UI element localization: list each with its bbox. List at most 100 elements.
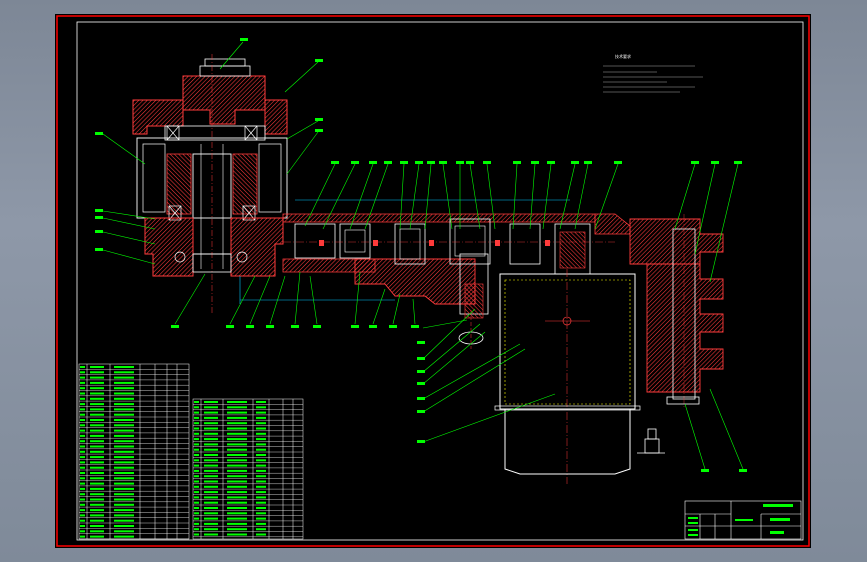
table-cell-text xyxy=(90,445,104,448)
table-cell-text xyxy=(80,392,85,395)
table-cell-text xyxy=(256,533,266,536)
table-cell-text xyxy=(90,525,104,527)
table-cell-text xyxy=(256,454,266,456)
table-cell-text xyxy=(204,432,218,435)
table-cell-text xyxy=(256,448,266,451)
table-cell-text xyxy=(194,464,199,467)
table-cell-text xyxy=(80,419,85,421)
table-cell-text xyxy=(194,454,199,456)
table-cell-text xyxy=(114,466,134,469)
table-cell-text xyxy=(227,496,247,499)
table-cell-text xyxy=(114,387,134,390)
table-cell-text xyxy=(90,434,104,437)
table-cell-text xyxy=(80,514,85,517)
table-cell-text xyxy=(194,533,199,536)
table-cell-text xyxy=(90,503,104,506)
table-cell-text xyxy=(194,427,199,430)
table-cell-text xyxy=(80,371,85,374)
drive-motor xyxy=(458,253,665,484)
table-cell-text xyxy=(90,498,104,501)
table-cell-text xyxy=(114,525,134,527)
table-cell-text xyxy=(114,477,134,480)
table-cell-text xyxy=(204,469,218,472)
table-cell-text xyxy=(80,387,85,390)
table-cell-text xyxy=(194,501,199,504)
table-cell-text xyxy=(227,501,247,504)
table-cell-text xyxy=(194,496,199,499)
title-block xyxy=(684,500,802,540)
table-cell-text xyxy=(80,530,85,533)
table-cell-text xyxy=(90,482,104,485)
table-cell-text xyxy=(256,438,266,441)
table-cell-text xyxy=(114,509,134,512)
table-cell-text xyxy=(80,456,85,459)
table-cell-text xyxy=(90,466,104,469)
table-cell-text xyxy=(204,517,218,520)
svg-text:技术要求: 技术要求 xyxy=(615,53,631,59)
table-cell-text xyxy=(194,480,199,483)
table-cell-text xyxy=(80,498,85,501)
table-cell-text xyxy=(204,401,218,403)
table-cell-text xyxy=(114,381,134,384)
title-block-text xyxy=(688,504,793,536)
table-cell-text xyxy=(90,535,104,538)
table-cell-text xyxy=(114,397,134,400)
table-cell-text xyxy=(194,443,199,446)
leader-lines xyxy=(102,41,744,470)
drawing-area: 技术要求 xyxy=(55,14,811,548)
table-cell-text xyxy=(204,485,218,488)
table-cell-text xyxy=(114,493,134,496)
table-cell-text xyxy=(204,443,218,446)
left-spindle-assembly xyxy=(132,54,288,314)
table-cell-text xyxy=(114,440,134,443)
table-cell-text xyxy=(256,416,266,419)
table-cell-text xyxy=(204,507,218,509)
table-cell-text xyxy=(256,496,266,499)
table-cell-text xyxy=(204,459,218,462)
table-cell-text xyxy=(256,517,266,520)
table-cell-text xyxy=(194,512,199,515)
table-cell-text xyxy=(114,519,134,522)
table-cell-text xyxy=(194,411,199,414)
technical-notes: 技术要求 xyxy=(603,53,703,93)
table-cell-text xyxy=(256,512,266,515)
parts-list-right-rows xyxy=(193,404,303,537)
table-cell-text xyxy=(90,440,104,443)
table-cell-text xyxy=(227,464,247,467)
table-cell-text xyxy=(114,403,134,406)
table-cell-text xyxy=(204,448,218,451)
table-cell-text xyxy=(227,448,247,451)
table-cell-text xyxy=(194,401,199,403)
parts-list-right-text xyxy=(194,401,266,536)
table-cell-text xyxy=(80,381,85,384)
table-cell-text xyxy=(114,450,134,453)
table-cell-text xyxy=(256,443,266,446)
table-cell-text xyxy=(114,487,134,490)
table-cell-text xyxy=(80,397,85,400)
table-cell-text xyxy=(80,445,85,448)
table-cell-text xyxy=(194,475,199,478)
table-cell-text xyxy=(256,485,266,488)
table-cell-text xyxy=(114,472,134,474)
table-cell-text xyxy=(80,487,85,490)
table-cell-text xyxy=(256,480,266,483)
table-cell-text xyxy=(80,461,85,464)
table-cell-text xyxy=(204,512,218,515)
table-cell-text xyxy=(90,429,104,432)
table-cell-text xyxy=(256,401,266,403)
table-cell-text xyxy=(90,419,104,421)
table-cell-text xyxy=(114,530,134,533)
table-cell-text xyxy=(204,501,218,504)
table-cell-text xyxy=(194,406,199,409)
table-cell-text xyxy=(256,507,266,509)
table-cell-text xyxy=(194,517,199,520)
table-cell-text xyxy=(227,522,247,525)
table-cell-text xyxy=(90,381,104,384)
table-cell-text xyxy=(204,475,218,478)
table-cell-text xyxy=(80,493,85,496)
table-cell-text xyxy=(114,503,134,506)
table-cell-text xyxy=(227,512,247,515)
table-cell-text xyxy=(256,422,266,425)
table-cell-text xyxy=(194,469,199,472)
table-cell-text xyxy=(227,432,247,435)
